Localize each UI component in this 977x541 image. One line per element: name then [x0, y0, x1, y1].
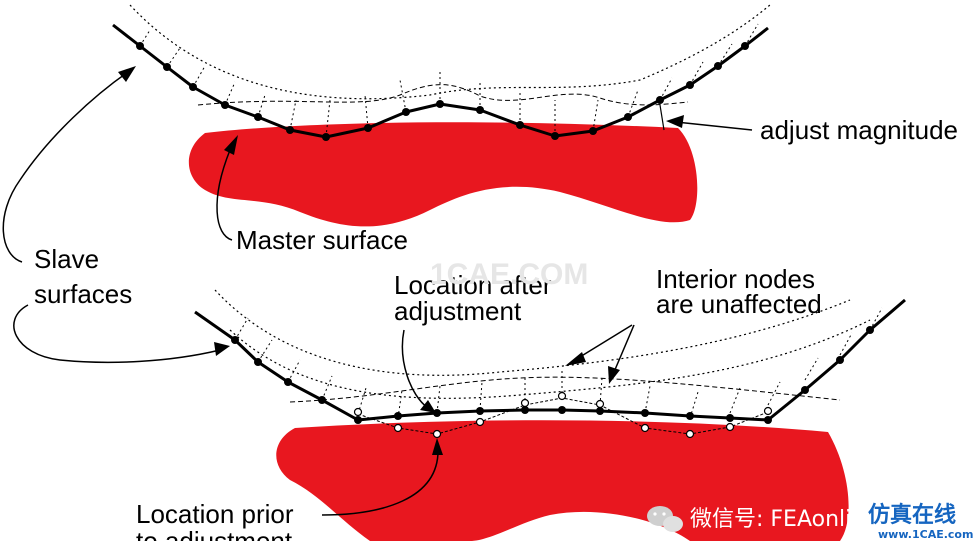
bottom-dotted-curve [214, 289, 851, 376]
location-after-label-line2: adjustment [394, 296, 522, 326]
master-surface-arrowhead [224, 135, 238, 155]
slave-arrowhead-top [118, 66, 136, 82]
adjust-magnitude-tick [659, 104, 665, 131]
location-prior-label-line1: Location prior [136, 499, 294, 529]
location-prior-arrowhead [432, 438, 443, 455]
wechat-id-text: 微信号: FEAonline [690, 507, 879, 532]
interior-nodes-leader-1 [574, 324, 633, 361]
interior-nodes-leader-2 [613, 324, 635, 373]
bottom-dashed-curve [289, 376, 841, 403]
interior-nodes-arrowhead-1 [565, 352, 586, 366]
interior-nodes-label-line1: Interior nodes [656, 264, 815, 294]
adjust-magnitude-label: adjust magnitude [760, 115, 958, 145]
slave-label-line2: surfaces [34, 279, 132, 309]
master-surface-bottom [276, 420, 849, 541]
location-after-arrowhead [420, 400, 436, 413]
cn-site-text: 仿真在线 [868, 502, 956, 528]
master-surface-leader [216, 149, 233, 241]
top-figure [112, 4, 771, 241]
location-prior-label-line2: to adjustment [136, 526, 293, 541]
adjust-magnitude-arrowhead [666, 115, 684, 128]
location-after-leader [401, 329, 429, 409]
top-dotted-curve [129, 4, 771, 100]
bottom-mesh-lines [234, 307, 883, 419]
top-dashed-curve [197, 84, 689, 106]
slave-leader-bottom [13, 304, 221, 364]
master-surface-top [188, 122, 698, 227]
location-prior-leader [321, 447, 439, 516]
bottom-slave-nodes [231, 326, 874, 424]
adjust-magnitude-leader [675, 121, 753, 131]
slave-label-line1: Slave [34, 244, 99, 274]
bottom-open-nodes [353, 391, 773, 439]
slave-leader-top [2, 71, 129, 263]
wechat-icon [647, 506, 683, 532]
bottom-dotted-curve-2 [229, 319, 871, 399]
center-watermark: 1CAE.COM [430, 258, 588, 291]
location-after-label-line1: Location after [394, 270, 552, 300]
interior-nodes-arrowhead-2 [608, 366, 620, 384]
wechat-watermark: 微信号: FEAonline 仿真在线 www.1CAE.com [647, 502, 973, 541]
top-slave-nodes [136, 42, 749, 141]
site-url-text: www.1CAE.com [878, 528, 973, 541]
interior-nodes-label-line2: are unaffected [656, 289, 822, 319]
top-mesh-lines [139, 23, 759, 138]
bottom-slave-surface [194, 298, 906, 422]
slave-arrowhead-bottom [214, 342, 230, 356]
bottom-figure [194, 289, 906, 541]
master-surface-label: Master surface [236, 225, 408, 255]
